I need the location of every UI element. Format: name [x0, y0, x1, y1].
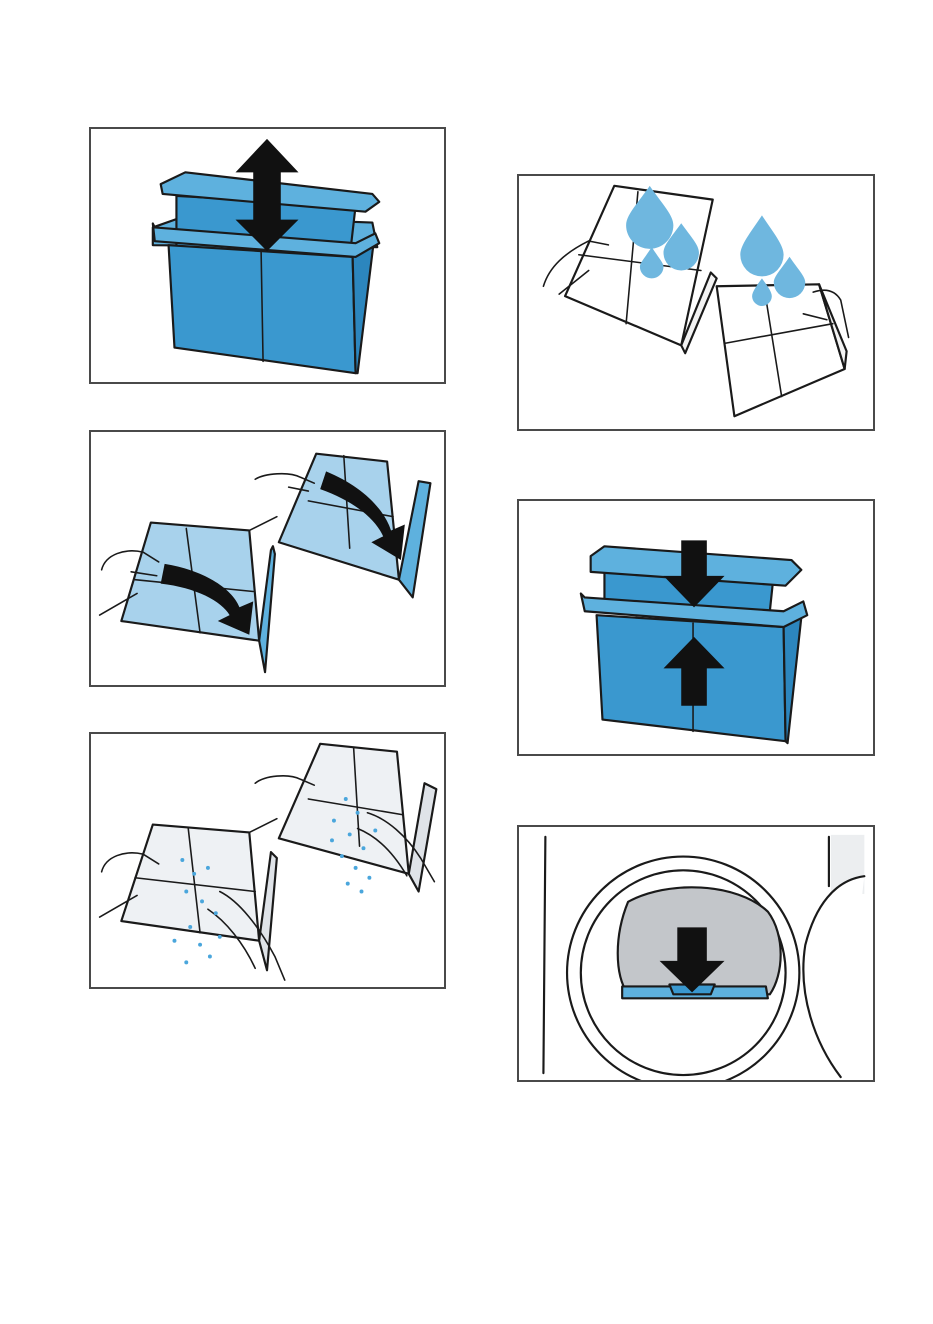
filter-right — [279, 744, 409, 874]
illustration-open-filter — [89, 430, 446, 687]
filter-rinse-drawing — [519, 176, 873, 429]
outer-filter-side — [353, 245, 374, 373]
lint-removal-drawing — [91, 734, 444, 987]
illustration-insert-filter — [517, 825, 875, 1082]
filter-edge-right — [399, 481, 431, 597]
filter-open-drawing — [91, 432, 444, 685]
filter-insert-drawing — [519, 827, 873, 1080]
filter-edge-left — [259, 546, 275, 672]
door-frame-curve — [803, 876, 864, 1077]
illustration-remove-lint — [89, 732, 446, 989]
filter-pull-out-drawing — [91, 129, 444, 382]
filter-reassemble-drawing — [519, 501, 873, 754]
illustration-pull-filter — [89, 127, 446, 384]
illustration-reassemble-filter — [517, 499, 875, 756]
illustration-rinse-filter — [517, 174, 875, 431]
appliance-edge — [543, 837, 545, 1073]
